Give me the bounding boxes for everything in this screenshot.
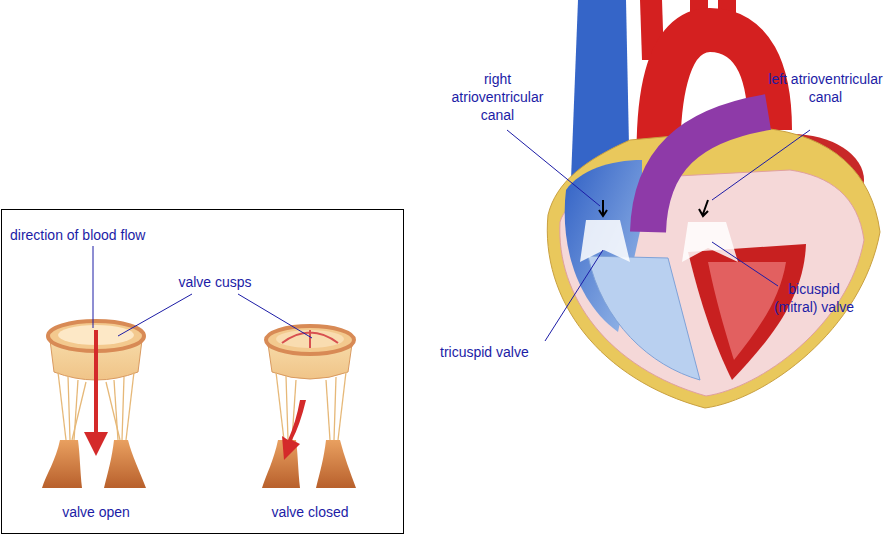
flow-arrow: [84, 330, 108, 456]
tricuspid-cusps: [580, 220, 630, 262]
valve-ring: [266, 326, 354, 354]
part-label: tricuspid valve: [440, 343, 560, 361]
papillary-muscle: [316, 440, 356, 488]
part-label: valve open: [46, 503, 146, 521]
pulmonary-trunk: [648, 112, 768, 232]
part-label: direction of blood flow: [10, 226, 190, 244]
leader-lines: [507, 130, 810, 341]
mitral-cusps: [682, 222, 738, 262]
flow-arrow: [699, 200, 708, 216]
valve-closed-figure: [262, 326, 356, 488]
flow-arrow: [282, 400, 306, 460]
chordae: [276, 372, 346, 440]
part-label: bicuspid (mitral) valve: [772, 280, 856, 316]
part-label: valve cusps: [170, 273, 260, 291]
cusp-seams: [282, 330, 338, 348]
inset-frame: [2, 210, 404, 534]
part-label: left atrioventricular canal: [768, 70, 883, 106]
leader-lines: [93, 246, 312, 338]
papillary-muscle: [104, 440, 146, 488]
part-label: valve closed: [250, 503, 370, 521]
flow-arrow: [599, 200, 607, 216]
heart-wall: [547, 128, 880, 408]
part-label: right atrioventricular canal: [440, 70, 555, 124]
right-ventricle: [588, 256, 700, 380]
papillary-muscle: [42, 440, 82, 488]
valve-open-figure: [42, 321, 146, 488]
closed-cusps: [276, 330, 344, 348]
